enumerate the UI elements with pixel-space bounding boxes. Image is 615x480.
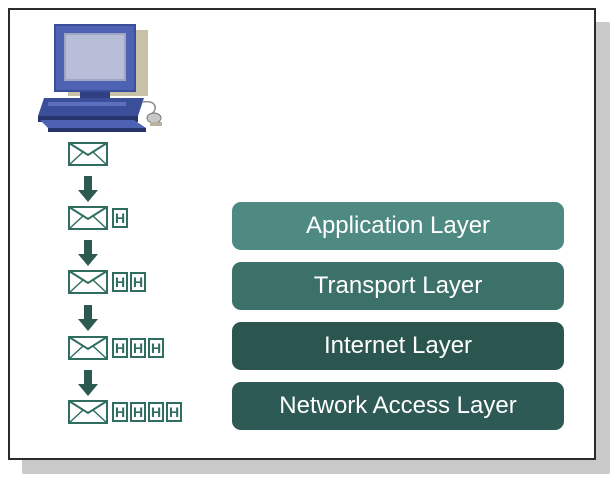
down-arrow-icon [78,240,98,266]
transport-layer-box: Transport Layer [232,262,564,310]
header-box-icon: H [166,402,182,422]
down-arrow-icon [78,305,98,331]
header-box-icon: H [112,402,128,422]
envelope-icon [68,270,108,294]
envelope-icon [68,400,108,424]
network-access-layer-box: Network Access Layer [232,382,564,430]
network-access-layer-label: Network Access Layer [279,392,517,419]
internet-layer-label: Internet Layer [323,332,473,359]
application-layer-label: Application Layer [305,212,491,239]
header-box-icon: H [148,338,164,358]
envelope-icon [68,142,108,166]
application-layer-box: Application Layer [232,202,564,250]
header-box-icon: H [112,208,128,228]
transport-layer-label: Transport Layer [313,272,483,299]
down-arrow-icon [78,176,98,202]
desktop-computer-icon [38,24,162,132]
header-box-icon: H [112,338,128,358]
header-box-icon: H [112,272,128,292]
envelope-icon [68,206,108,230]
down-arrow-icon [78,370,98,396]
internet-layer-box: Internet Layer [232,322,564,370]
header-box-icon: H [130,272,146,292]
header-box-icon: H [130,402,146,422]
envelope-icon [68,336,108,360]
header-box-icon: H [130,338,146,358]
header-box-icon: H [148,402,164,422]
